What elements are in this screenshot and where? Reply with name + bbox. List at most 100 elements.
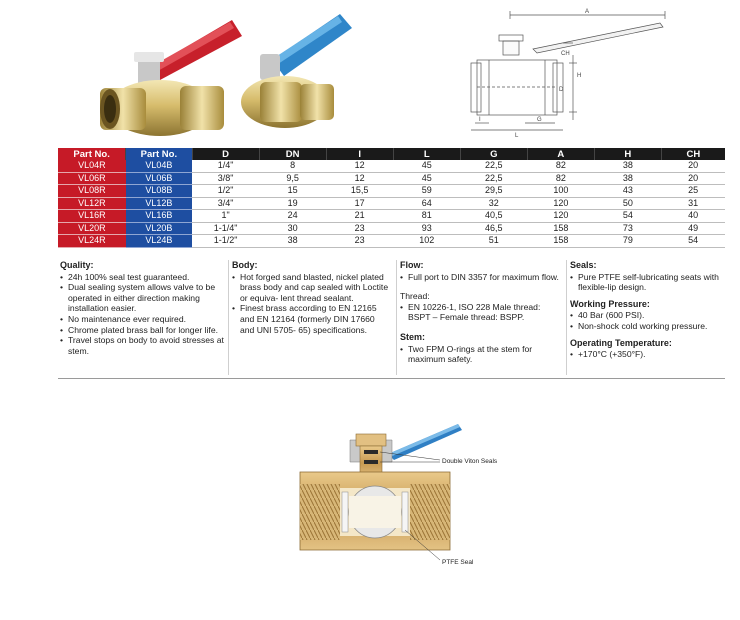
column-divider <box>566 260 567 375</box>
callout-double-viton-seals: Double Viton Seals <box>442 458 498 465</box>
col-header-h: H <box>594 148 662 160</box>
dimensions-table: Part No. Part No. D DN I L G A H CH VL04… <box>58 148 725 248</box>
flow-item: Full port to DIN 3357 for maximum flow. <box>400 272 560 283</box>
table-cell: 158 <box>527 234 595 248</box>
section-divider <box>58 378 725 379</box>
table-cell: 59 <box>393 184 461 198</box>
pressure-item: Non-shock cold working pressure. <box>570 321 722 332</box>
table-cell: 79 <box>594 234 662 248</box>
dim-label-ch: CH <box>561 51 570 57</box>
table-cell: 100 <box>527 184 595 198</box>
part-number-cell: VL04R <box>58 160 126 173</box>
table-cell: 40,5 <box>460 209 528 223</box>
thread-heading: Thread: <box>400 291 430 302</box>
table-cell: 32 <box>460 197 528 210</box>
table-cell: 51 <box>460 234 528 248</box>
table-cell: 73 <box>594 222 662 235</box>
part-number-cell: VL06B <box>125 172 193 185</box>
table-cell: 15,5 <box>326 184 394 198</box>
table-cell: 93 <box>393 222 461 235</box>
table-cell: 12 <box>326 172 394 185</box>
dim-label-i: I <box>479 117 481 123</box>
table-cell: 22,5 <box>460 172 528 185</box>
spec-column-flow: Flow: Full port to DIN 3357 for maximum … <box>400 260 560 365</box>
part-number-cell: VL12B <box>125 197 193 210</box>
stem-item: Two FPM O-rings at the stem for maximum … <box>400 344 560 365</box>
table-cell: 3/8" <box>192 172 260 185</box>
table-cell: 82 <box>527 172 595 185</box>
col-header-g: G <box>460 148 528 160</box>
table-cell: 1-1/4" <box>192 222 260 235</box>
part-number-cell: VL20B <box>125 222 193 235</box>
body-item: Finest brass according to EN 12165 and E… <box>232 303 390 335</box>
table-cell: 54 <box>661 234 725 248</box>
table-cell: 120 <box>527 209 595 223</box>
table-cell: 82 <box>527 160 595 173</box>
col-header-d: D <box>192 148 260 160</box>
table-cell: 17 <box>326 197 394 210</box>
col-header-a: A <box>527 148 595 160</box>
thread-extra: BSPT – Female thread: BSPP. <box>408 312 525 323</box>
spec-column-quality: Quality: 24h 100% seal test guaranteed. … <box>60 260 225 356</box>
quality-heading: Quality: <box>60 260 94 270</box>
table-cell: 43 <box>594 184 662 198</box>
table-cell: 38 <box>594 160 662 173</box>
blue-handle-valve-photo <box>241 14 352 128</box>
col-header-part-blue: Part No. <box>125 148 193 160</box>
table-cell: 1/4" <box>192 160 260 173</box>
table-cell: 31 <box>661 197 725 210</box>
table-cell: 20 <box>661 160 725 173</box>
spec-column-seals: Seals: Pure PTFE self-lubricating seats … <box>570 260 722 360</box>
table-cell: 9,5 <box>259 172 327 185</box>
red-handle-valve-photo <box>100 20 242 136</box>
table-cell: 23 <box>326 222 394 235</box>
valve-cutaway-illustration: Double Viton Seals PTFE Seal <box>299 424 498 566</box>
part-number-cell: VL16B <box>125 209 193 223</box>
product-photos <box>100 14 352 136</box>
dim-label-g: G <box>537 117 542 123</box>
part-number-cell: VL24R <box>58 234 126 248</box>
table-cell: 45 <box>393 172 461 185</box>
callout-ptfe-seal: PTFE Seal <box>442 559 474 566</box>
quality-item: Chrome plated brass ball for longer life… <box>60 325 225 336</box>
body-heading: Body: <box>232 260 258 270</box>
seals-item: Pure PTFE self-lubricating seats with fl… <box>570 272 722 293</box>
table-cell: 8 <box>259 160 327 173</box>
table-cell: 29,5 <box>460 184 528 198</box>
col-header-i: I <box>326 148 394 160</box>
stem-heading: Stem: <box>400 331 426 342</box>
col-header-ch: CH <box>661 148 725 160</box>
dim-label-h: H <box>577 73 581 79</box>
table-cell: 23 <box>326 234 394 248</box>
table-cell: 40 <box>661 209 725 223</box>
part-number-cell: VL24B <box>125 234 193 248</box>
spec-column-body: Body: Hot forged sand blasted, nickel pl… <box>232 260 390 335</box>
part-number-cell: VL16R <box>58 209 126 223</box>
part-number-cell: VL12R <box>58 197 126 210</box>
table-cell: 45 <box>393 160 461 173</box>
dimension-drawing: A CH H D I G L <box>470 9 666 139</box>
table-cell: 49 <box>661 222 725 235</box>
column-divider <box>228 260 229 375</box>
temperature-item: +170°C (+350°F). <box>570 349 722 360</box>
table-cell: 38 <box>594 172 662 185</box>
pressure-item: 40 Bar (600 PSI). <box>570 310 722 321</box>
table-cell: 25 <box>661 184 725 198</box>
part-number-cell: VL08R <box>58 184 126 198</box>
table-cell: 15 <box>259 184 327 198</box>
quality-item: Dual sealing system allows valve to be o… <box>60 282 225 314</box>
table-cell: 21 <box>326 209 394 223</box>
dim-label-a: A <box>585 9 589 15</box>
quality-item: 24h 100% seal test guaranteed. <box>60 272 225 283</box>
table-cell: 22,5 <box>460 160 528 173</box>
quality-item: No maintenance ever required. <box>60 314 225 325</box>
table-cell: 24 <box>259 209 327 223</box>
table-cell: 20 <box>661 172 725 185</box>
flow-heading: Flow: <box>400 260 424 270</box>
temperature-heading: Operating Temperature: <box>570 337 672 348</box>
table-cell: 1-1/2" <box>192 234 260 248</box>
